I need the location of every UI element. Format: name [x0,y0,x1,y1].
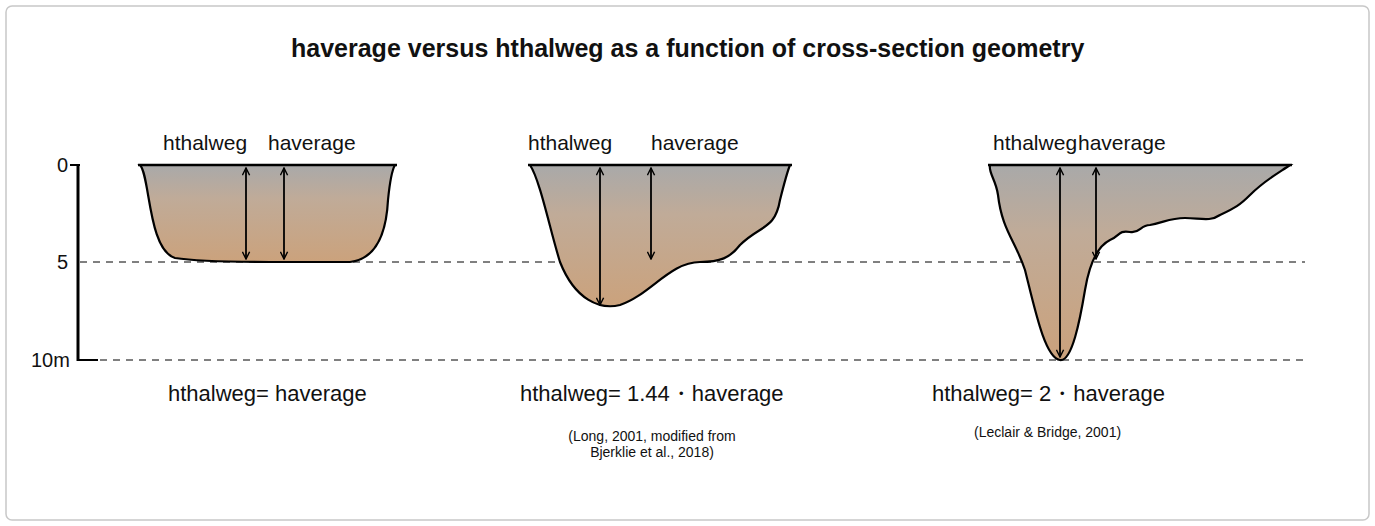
depth-arrow [283,168,285,259]
axis-value: 5 [57,251,68,274]
relation-equation: hthalweg= haverage [168,381,367,406]
depth-arrow [1095,168,1097,259]
relation-equation: hthalweg= 2・haverage [932,381,1165,406]
frame [6,6,1369,520]
channel-cross-section [530,165,790,306]
source-citation: (Long, 2001, modified from Bjerklie et a… [547,428,757,460]
depth-arrow [245,168,247,259]
depth-arrow [1059,168,1061,357]
depth-label: hthalweg [993,131,1077,155]
depth-label: hthalweg [528,131,612,155]
water-surface [138,164,397,167]
depth-label: hthalweg [163,131,247,155]
source-citation: (Leclair & Bridge, 2001) [974,424,1121,440]
relation-equation: hthalweg= 1.44・haverage [520,381,784,406]
channel-cross-section [140,165,395,262]
diagram-title: haverage versus hthalweg as a function o… [291,34,1084,63]
channel-cross-section [990,165,1290,360]
depth-label: haverage [651,131,739,155]
depth-arrow [650,168,652,259]
axis-tick [78,359,98,361]
depth-label: haverage [268,131,356,155]
depth-arrow [599,168,601,305]
depth-axis [77,165,80,361]
axis-value: 10m [31,349,70,372]
axis-tick [70,164,80,166]
depth-label: haverage [1078,131,1166,155]
axis-value: 0 [57,154,68,177]
dashed-reference-line [100,360,1305,361]
water-surface [528,164,792,167]
water-surface [988,164,1292,167]
